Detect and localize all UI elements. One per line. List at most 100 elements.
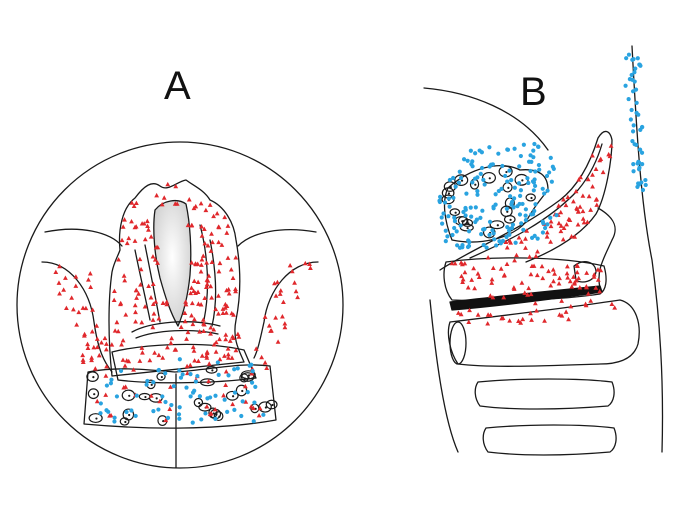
triangle-marker [61,287,67,292]
dot-marker [438,194,443,199]
dot-marker [545,188,550,193]
cell-nucleus [271,403,274,407]
triangle-marker [111,297,117,303]
triangle-marker [609,301,615,307]
cell-nucleus [128,394,131,397]
cell-outline [199,378,215,387]
triangle-marker [122,277,128,283]
triangle-marker [575,222,581,227]
cell-nucleus [474,183,477,186]
dot-marker [523,207,528,212]
panel-b-knob [573,261,597,283]
triangle-marker [572,234,578,239]
triangle-marker [256,412,262,418]
dot-marker [216,372,221,377]
triangle-marker [230,334,235,339]
cell-nucleus [530,196,533,200]
cell-nucleus [128,413,131,417]
triangle-marker [595,277,601,282]
dot-marker [518,188,524,193]
dot-marker [190,420,195,425]
dot-marker [222,397,227,402]
triangle-marker [542,318,547,323]
triangle-marker [120,337,126,343]
triangle-marker [528,271,534,277]
dot-marker [631,169,636,174]
triangle-marker [489,280,495,285]
dot-marker [630,57,635,62]
triangle-marker [523,245,528,250]
panel-a-dot-markers [98,357,266,425]
triangle-marker [558,228,564,234]
dot-marker [163,399,168,405]
triangle-marker [88,284,94,290]
triangle-marker [145,223,150,229]
triangle-marker [112,328,118,333]
triangle-marker [597,288,603,294]
triangle-marker [272,280,277,286]
panel-a-drawing [16,141,344,469]
triangle-marker [114,319,120,325]
triangle-marker [591,274,597,279]
triangle-marker [109,342,115,347]
panel-b-block-2 [482,424,617,456]
dot-marker [530,212,536,217]
triangle-marker [188,290,194,296]
triangle-marker [183,299,189,304]
panel-a-left-lobe-top [44,228,123,247]
triangle-marker [534,308,539,313]
dot-marker [446,214,451,219]
triangle-marker [198,262,204,267]
triangle-marker [281,299,286,305]
triangle-marker [583,283,589,289]
dot-marker [623,83,628,88]
dot-marker [467,240,472,245]
dot-marker [109,377,114,382]
cell-nucleus [241,389,244,393]
triangle-marker [90,307,96,312]
cell-outline [198,402,212,412]
triangle-marker [200,253,206,258]
dot-marker [232,390,238,395]
panel-a-chamber-left [134,249,151,321]
dot-marker [507,232,512,237]
dot-marker [631,123,636,128]
triangle-marker [259,354,265,360]
triangle-marker [514,252,519,258]
dot-marker [252,400,257,405]
dot-marker [513,240,518,245]
triangle-marker [561,197,566,202]
triangle-marker [210,239,215,245]
triangle-marker [565,194,571,200]
triangle-marker [213,339,219,345]
triangle-marker [544,229,550,235]
panel-b-top-arc [423,87,549,151]
triangle-marker [584,219,590,224]
dot-marker [473,151,478,156]
dot-marker [519,221,524,226]
triangle-marker [153,299,159,304]
triangle-marker [588,207,594,212]
triangle-marker [120,224,126,229]
dot-marker [531,148,536,153]
triangle-marker [189,260,194,265]
dot-marker [494,243,499,248]
dot-marker [633,87,639,92]
triangle-marker [498,266,504,271]
dot-marker [245,390,250,395]
triangle-marker [92,366,98,371]
triangle-marker [193,261,198,266]
triangle-marker [116,257,121,262]
triangle-marker [148,234,154,239]
cell-nucleus [509,218,512,221]
triangle-marker [216,268,222,274]
dot-marker [632,70,637,75]
triangle-marker [282,324,288,330]
triangle-marker [196,301,201,306]
dot-marker [145,378,150,384]
triangle-marker [595,267,601,272]
cell-outline [489,220,505,230]
dot-marker [547,170,552,175]
triangle-marker [556,281,562,286]
